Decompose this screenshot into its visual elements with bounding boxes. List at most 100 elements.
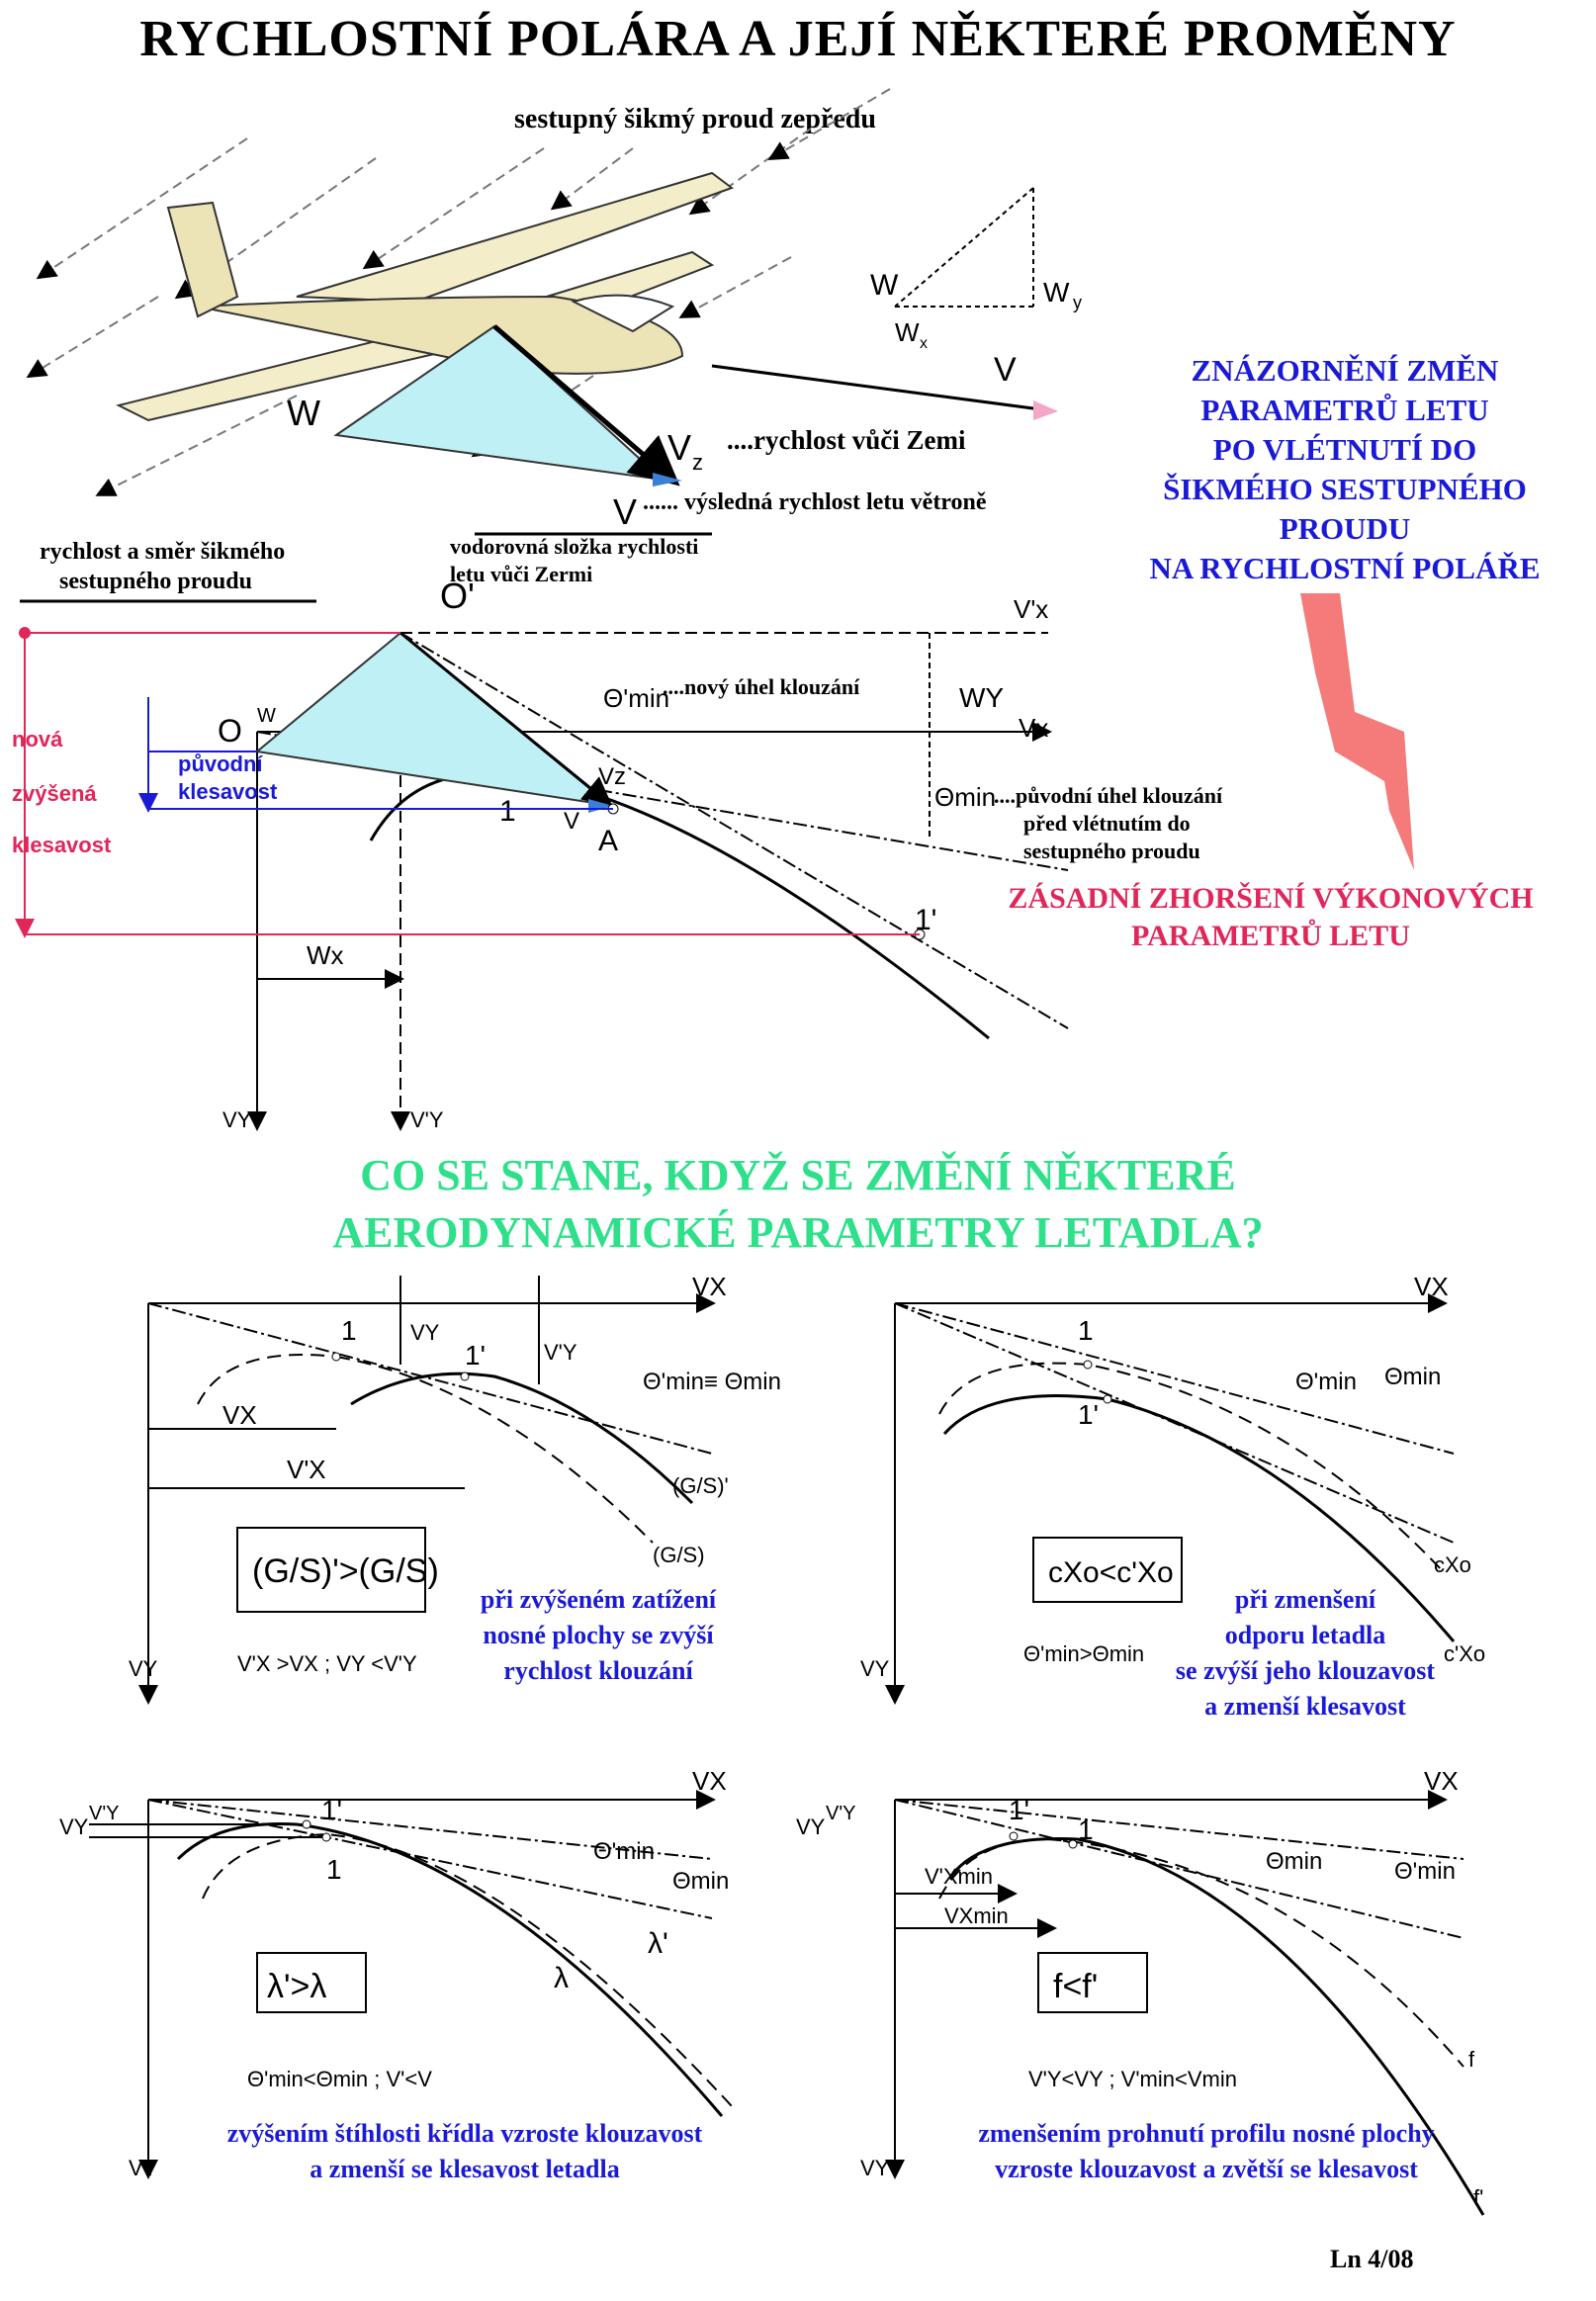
glider-illustration <box>116 171 735 422</box>
panel-bl-c1: zvýšením štíhlosti křídla vzroste klouza… <box>226 2119 703 2148</box>
panel-tl-c2: nosné plochy se zvýší <box>483 1621 714 1649</box>
svg-text:(G/S): (G/S) <box>653 1543 705 1567</box>
svg-text:VY: VY <box>222 1107 252 1132</box>
panel-tr-caption: při zmenšení odporu letadla se zvýší jeh… <box>1137 1582 1473 1725</box>
svg-text:(G/S)': (G/S)' <box>672 1473 729 1498</box>
svg-text:1: 1 <box>1078 1315 1094 1346</box>
stream-dir-label-1: rychlost a směr šikmého <box>40 539 286 565</box>
svg-text:(G/S)'>(G/S): (G/S)'>(G/S) <box>252 1552 439 1590</box>
panel-bl-c2: a zmenší se klesavost letadla <box>310 2155 620 2183</box>
svg-text:z: z <box>692 450 703 475</box>
svg-text:λ: λ <box>554 1962 569 1994</box>
svg-text:V'Y: V'Y <box>544 1340 577 1365</box>
new-sink-3: klesavost <box>12 833 112 857</box>
svg-text:Θmin: Θmin <box>934 782 996 812</box>
svg-text:f<f': f<f' <box>1053 1968 1098 2005</box>
svg-text:f': f' <box>1473 2185 1483 2210</box>
svg-text:1: 1 <box>326 1854 342 1885</box>
svg-text:VY: VY <box>129 1656 158 1681</box>
panel-bl-caption: zvýšením štíhlosti křídla vzroste klouza… <box>178 2116 752 2187</box>
svg-text:Vx: Vx <box>1019 713 1048 743</box>
wind-triangle-upper <box>333 324 666 482</box>
panel-tr-c3: se zvýší jeho klouzavost <box>1175 1656 1436 1685</box>
svg-text:1': 1' <box>1078 1399 1099 1430</box>
panel-bl <box>89 1790 733 2179</box>
panel-tl-c3: rychlost klouzání <box>503 1656 693 1685</box>
svg-text:Θ'min≡ Θmin: Θ'min≡ Θmin <box>643 1369 781 1395</box>
svg-text:O: O <box>218 713 242 749</box>
svg-text:1: 1 <box>1078 1814 1094 1845</box>
stream-dir-label-2: sestupného proudu <box>59 569 252 594</box>
panel-tl-c1: při zvýšeném zatížení <box>480 1585 717 1614</box>
svg-text:1: 1 <box>341 1315 357 1346</box>
svg-text:c'Xo: c'Xo <box>1444 1641 1485 1666</box>
svg-text:1': 1' <box>321 1795 342 1825</box>
svg-text:W: W <box>287 393 320 433</box>
orig-sink-label-1: původní <box>178 752 263 776</box>
vz-vector <box>492 324 680 487</box>
orig-angle-label-2: před vlétnutím do <box>1023 811 1191 836</box>
svg-text:1': 1' <box>915 904 936 936</box>
svg-text:V: V <box>613 491 637 532</box>
right-red-text: ZÁSADNÍ ZHORŠENÍ VÝKONOVÝCH PARAMETRŮ LE… <box>949 880 1592 955</box>
right-blue-4: ŠIKMÉHO SESTUPNÉHO <box>1163 472 1527 506</box>
new-sink-2: zvýšená <box>12 781 97 806</box>
svg-text:V'Xmin: V'Xmin <box>925 1864 993 1889</box>
right-blue-text: ZNÁZORNĚNÍ ZMĚN PARAMETRŮ LETU PO VLÉTNU… <box>1137 351 1552 588</box>
right-red-2: PARAMETRŮ LETU <box>1131 920 1410 952</box>
panel-br-c1: zmenšením prohnutí profilu nosné plochy <box>978 2119 1435 2148</box>
svg-text:O': O' <box>440 575 475 616</box>
panel-tr <box>885 1293 1456 1705</box>
orig-angle-label-3: sestupného proudu <box>1023 839 1200 863</box>
svg-text:V'Y: V'Y <box>826 1803 856 1824</box>
panel-tl <box>138 1276 716 1705</box>
question-line-2: AERODYNAMICKÉ PARAMETRY LETADLA? <box>332 1208 1264 1257</box>
panel-tr-c1: při zmenšení <box>1234 1585 1376 1614</box>
svg-text:W: W <box>870 269 899 302</box>
svg-text:Θ'min: Θ'min <box>1295 1369 1357 1395</box>
svg-text:VY: VY <box>410 1320 440 1345</box>
panel-tr-c4: a zmenší klesavost <box>1204 1692 1406 1721</box>
svg-text:Vz: Vz <box>598 763 626 790</box>
svg-text:Wx: Wx <box>307 940 344 970</box>
svg-text:V'X: V'X <box>287 1455 326 1484</box>
vz-label: ....rychlost vůči Zemi <box>727 425 966 455</box>
svg-text:V'Y<VY ; V'min<Vmin: V'Y<VY ; V'min<Vmin <box>1028 2067 1237 2091</box>
svg-text:λ': λ' <box>648 1927 668 1960</box>
svg-text:y: y <box>1073 293 1082 312</box>
svg-text:VX: VX <box>1424 1766 1459 1796</box>
svg-text:V'X >VX ; VY <V'Y: V'X >VX ; VY <V'Y <box>237 1651 417 1676</box>
svg-text:A: A <box>598 825 618 857</box>
question: CO SE STANE, KDYŽ SE ZMĚNÍ NĚKTERÉ AEROD… <box>0 1147 1596 1262</box>
svg-text:VX: VX <box>1414 1272 1449 1301</box>
svg-text:f: f <box>1468 2047 1475 2072</box>
svg-text:V: V <box>994 351 1017 389</box>
horizontal-label-1: vodorovná složka rychlosti <box>450 534 699 559</box>
svg-text:V: V <box>564 808 579 835</box>
svg-text:x: x <box>920 335 928 352</box>
svg-text:Θ'min>Θmin: Θ'min>Θmin <box>1023 1641 1144 1666</box>
right-red-1: ZÁSADNÍ ZHORŠENÍ VÝKONOVÝCH <box>1008 882 1534 915</box>
stream-label: sestupný šikmý proud zepředu <box>514 104 876 134</box>
panel-tr-c2: odporu letadla <box>1224 1621 1386 1649</box>
svg-text:λ'>λ: λ'>λ <box>267 1968 326 2005</box>
svg-text:V: V <box>667 427 691 468</box>
svg-text:W: W <box>257 705 276 727</box>
svg-text:V'Y: V'Y <box>410 1107 444 1132</box>
w-components <box>894 187 1034 308</box>
svg-text:VY: VY <box>129 2156 158 2180</box>
svg-text:VY: VY <box>59 1814 89 1839</box>
panel-br-c2: vzroste klouzavost a zvětší se klesavost <box>995 2155 1418 2183</box>
svg-text:Θ'min: Θ'min <box>593 1838 655 1865</box>
svg-text:VX: VX <box>692 1766 727 1796</box>
svg-text:VXmin: VXmin <box>944 1903 1009 1928</box>
question-line-1: CO SE STANE, KDYŽ SE ZMĚNÍ NĚKTERÉ <box>360 1151 1236 1199</box>
v-vector <box>711 364 1049 412</box>
svg-text:VX: VX <box>222 1400 257 1430</box>
v-label: ...... výsledná rychlost letu větroně <box>643 489 987 515</box>
right-blue-3: PO VLÉTNUTÍ DO <box>1212 432 1477 467</box>
svg-text:cXo<c'Xo: cXo<c'Xo <box>1048 1556 1174 1589</box>
lightning-icon <box>1300 593 1414 870</box>
svg-text:W: W <box>1043 277 1070 308</box>
